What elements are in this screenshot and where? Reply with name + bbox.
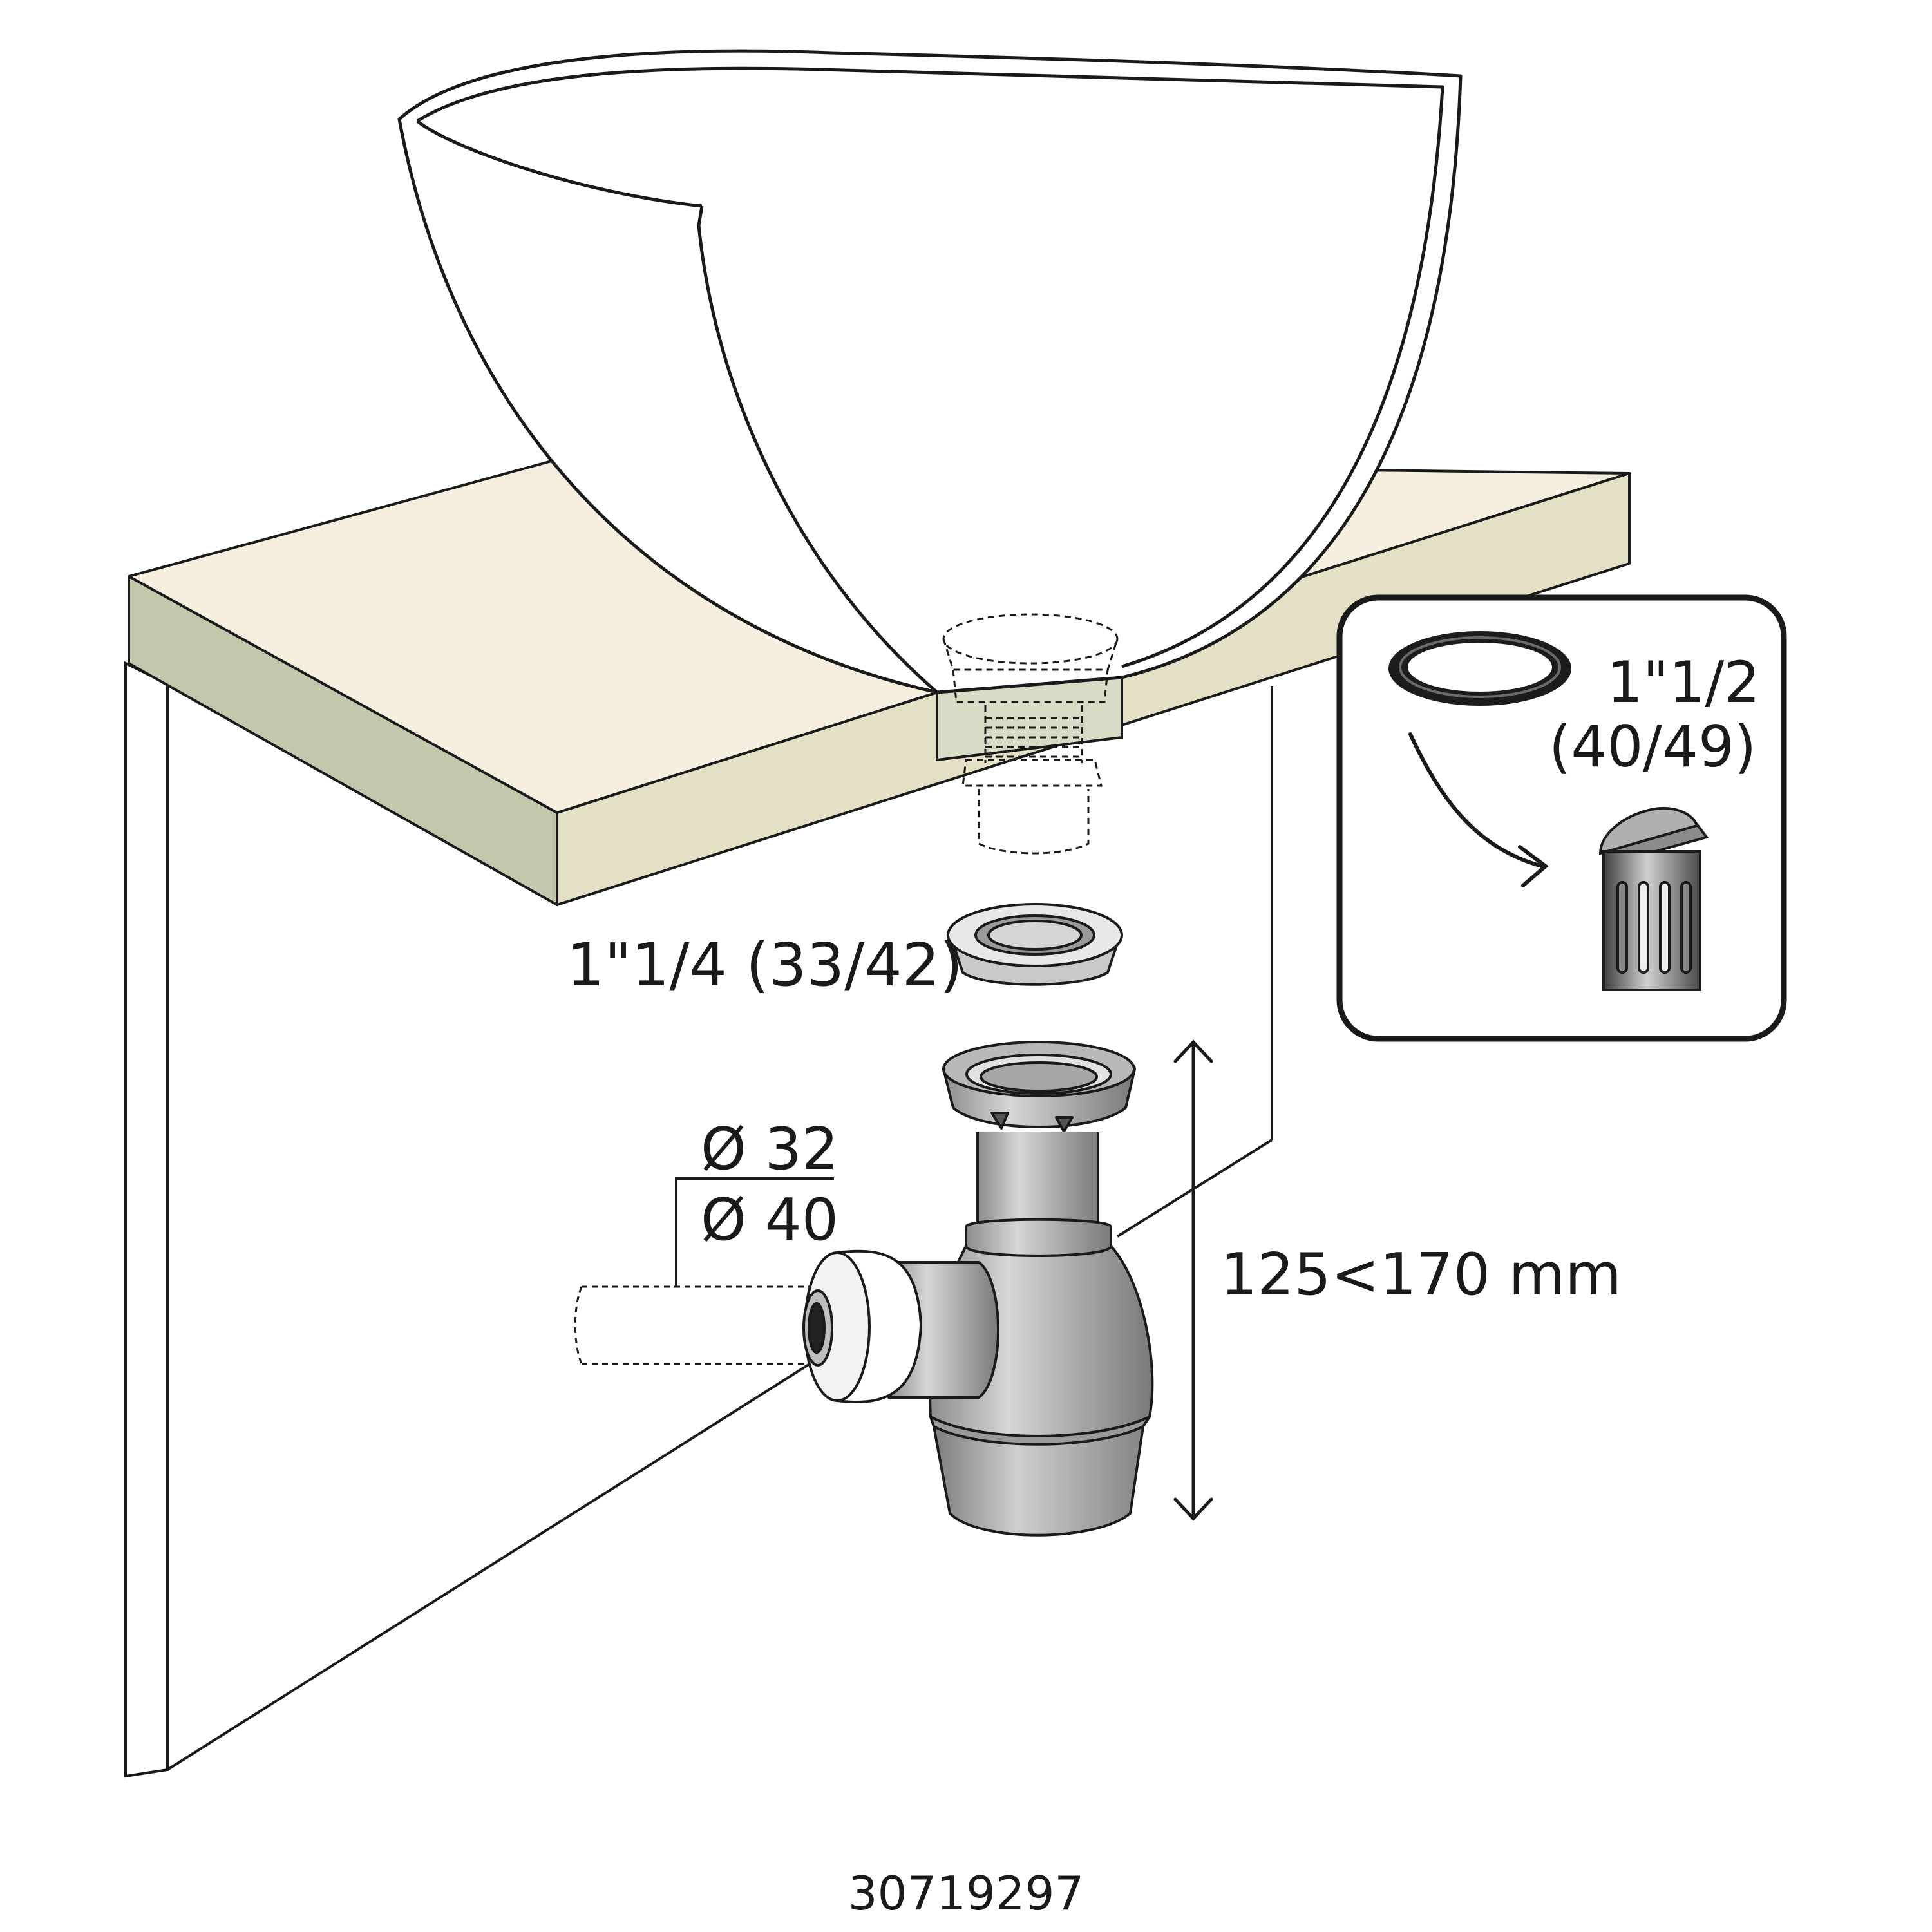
gasket-size-metric-label: (40/49) — [1549, 714, 1756, 780]
drain-thread-label: 1"1/4 (33/42) — [567, 931, 963, 999]
dimension-arrow-icon — [1173, 1039, 1213, 1521]
basin-icon — [397, 49, 1463, 694]
discard-arrow-icon — [1408, 732, 1549, 887]
height-range-label: 125<170 mm — [1220, 1241, 1622, 1309]
wall-pipe — [574, 1285, 818, 1365]
gasket-ring-icon — [1388, 631, 1571, 706]
pipe-diameter-large-label: Ø 40 — [701, 1186, 838, 1254]
trash-bin-icon — [1598, 807, 1709, 991]
product-code: 30719297 — [848, 1866, 1084, 1920]
gasket-size-label: 1"1/2 — [1607, 649, 1760, 715]
gasket-discard-inset — [1336, 594, 1787, 1042]
adapter-ring-icon — [947, 903, 1123, 986]
pipe-diameter-small-label: Ø 32 — [701, 1115, 838, 1183]
bottle-trap-icon — [574, 1041, 1154, 1537]
drain-plug-icon — [942, 613, 1119, 855]
countertop-left-edge — [128, 575, 558, 906]
